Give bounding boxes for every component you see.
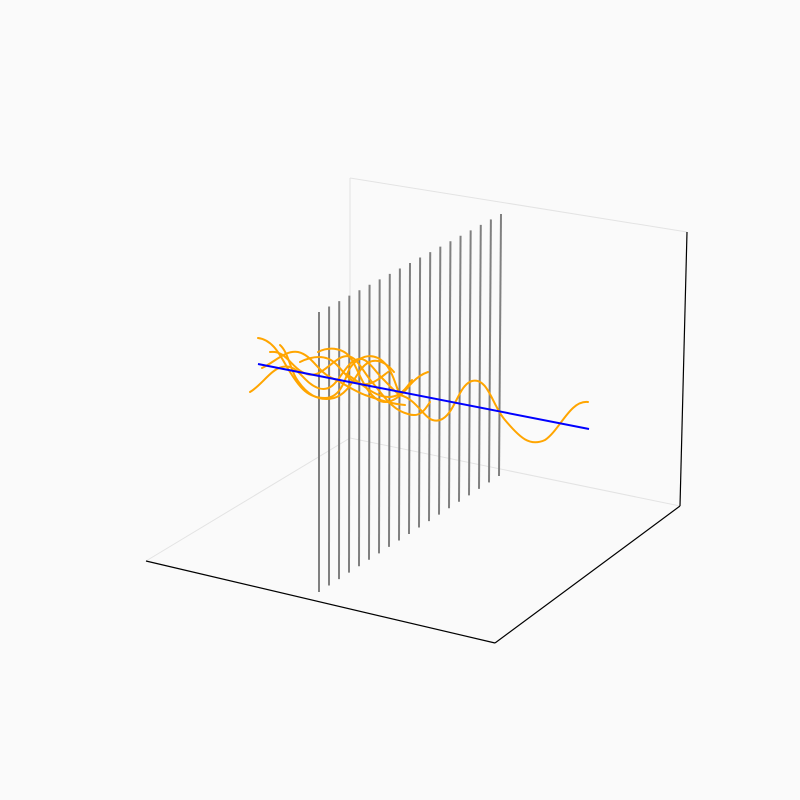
back-pane-top-edge — [349, 177, 688, 233]
grating-line — [388, 273, 391, 547]
x-axis-edge — [145, 560, 496, 644]
grating — [318, 213, 502, 592]
wave-incident-1 — [257, 337, 401, 400]
wave-scatter-1 — [345, 373, 413, 398]
wave-traces — [249, 337, 589, 444]
grating-line — [488, 219, 492, 483]
grating-line — [478, 224, 482, 489]
grating-line — [448, 241, 452, 509]
pane-edges — [145, 177, 688, 562]
grating-line — [438, 246, 442, 515]
grating-line — [378, 279, 381, 554]
axis-edges — [145, 231, 688, 644]
y-axis-edge — [494, 505, 681, 644]
floor-back-edge — [145, 437, 351, 562]
z-axis-edge — [679, 231, 688, 507]
floor-side-edge — [349, 437, 681, 507]
optical-axis-line — [257, 363, 590, 430]
grating-line — [418, 257, 422, 528]
wave-transmitted — [399, 379, 589, 444]
grating-line — [458, 235, 462, 502]
wave-incident-6 — [317, 347, 429, 404]
grating-line — [428, 252, 432, 522]
wave-scatter-2 — [299, 356, 389, 386]
wave-incident-4 — [269, 350, 431, 416]
grating-line — [498, 213, 502, 477]
grating-line — [468, 230, 472, 496]
wave-incident-5 — [279, 344, 395, 400]
grating-line — [368, 284, 371, 560]
